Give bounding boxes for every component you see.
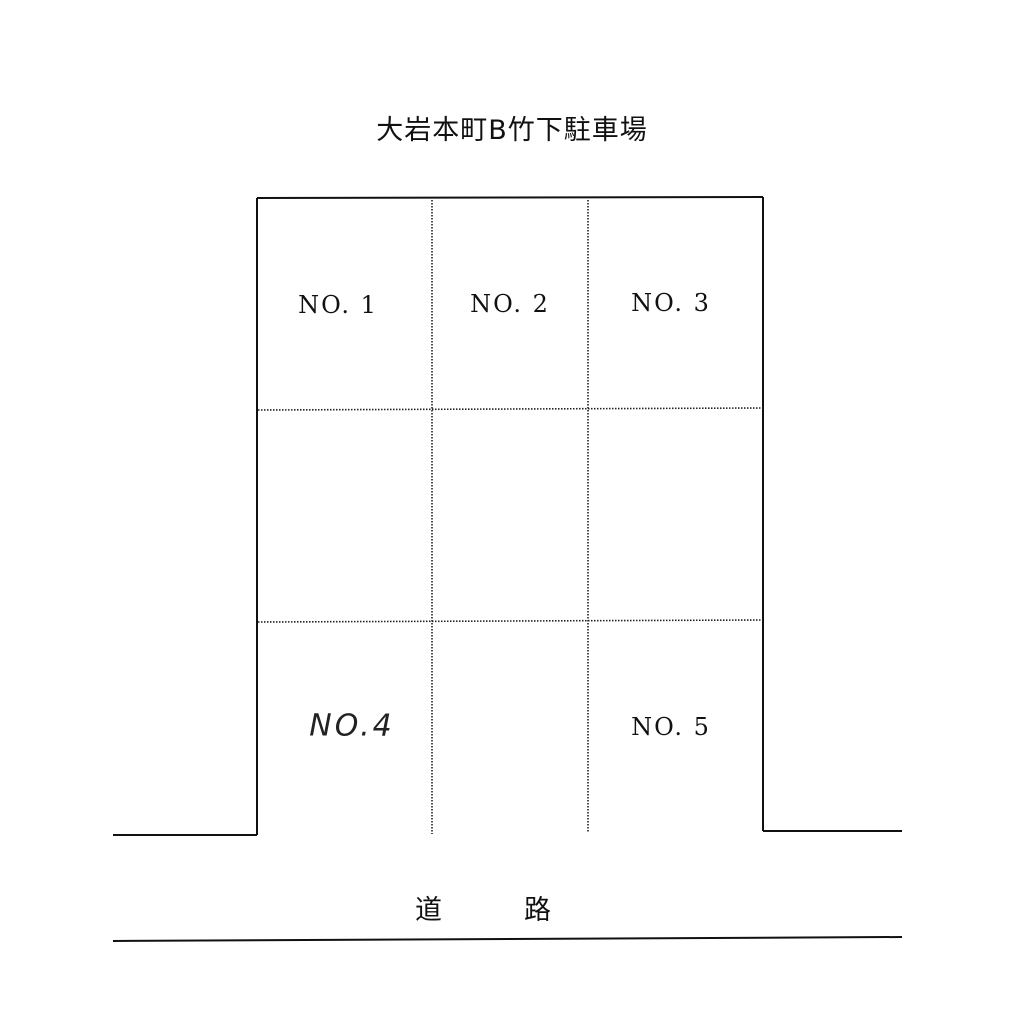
lot-outline — [112, 196, 903, 942]
space-label-5: NO. 5 — [631, 713, 711, 741]
space-label-2: NO. 2 — [470, 290, 550, 318]
space-label-4-handwritten: NO.4 — [309, 708, 395, 744]
page-title: 大岩本町B竹下駐車場 — [376, 115, 648, 146]
space-dividers — [257, 200, 763, 834]
road-label-char-1: 道 — [415, 895, 442, 926]
space-label-1: NO. 1 — [298, 291, 378, 319]
space-label-3: NO. 3 — [631, 289, 711, 317]
road-label-char-2: 路 — [524, 895, 551, 926]
